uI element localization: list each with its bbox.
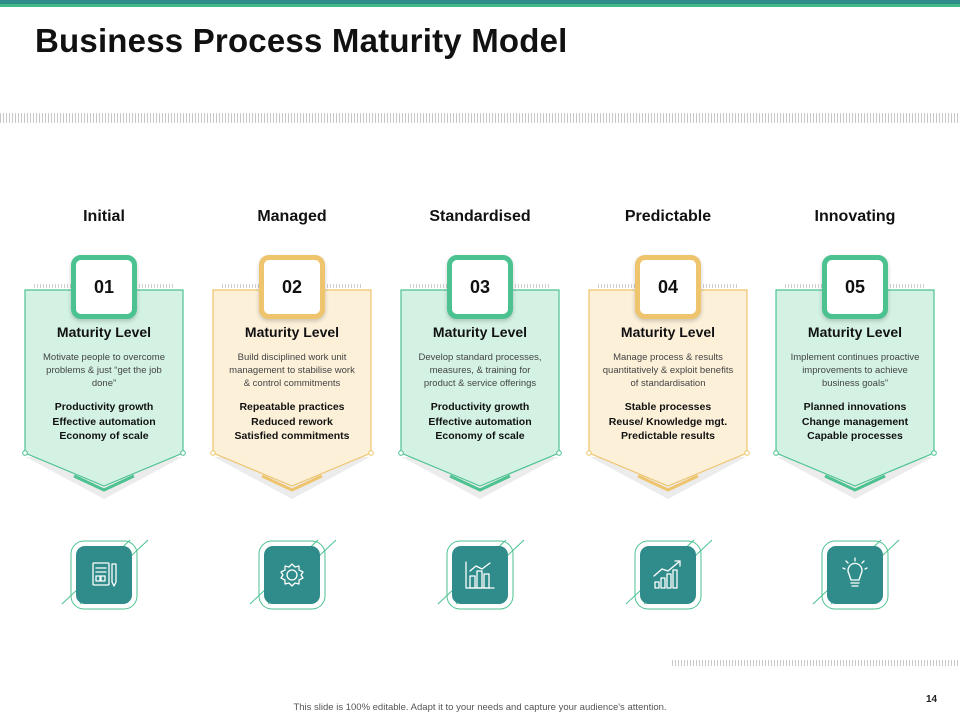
stage-title: Predictable: [624, 208, 712, 225]
outcome-item: Productivity growth: [54, 401, 154, 413]
stage-outcomes: Stable processes Reuse/ Knowledge mgt. P…: [594, 400, 742, 444]
top-accent-bar: [0, 0, 960, 4]
outcome-item: Reuse/ Knowledge mgt.: [608, 415, 728, 428]
outcome-item: Effective automation: [428, 415, 532, 428]
level-number-badge: 01: [71, 255, 137, 319]
stage-column-03: Standardised 03 Maturity Level Develop s…: [398, 0, 562, 720]
stage-description: Implement continues proactive improvemen…: [790, 352, 920, 389]
level-number-badge: 02: [259, 255, 325, 319]
outcome-item: Economy of scale: [435, 430, 525, 442]
maturity-level-label: Maturity Level: [56, 324, 152, 340]
level-number-badge: 03: [447, 255, 513, 319]
outcome-item: Change management: [801, 415, 909, 428]
stage-card: [773, 284, 937, 499]
growth-chart-icon: [653, 560, 681, 589]
outcome-item: Repeatable practices: [239, 401, 345, 413]
stage-description: Motivate people to overcome problems & j…: [43, 352, 165, 389]
document-pencil-icon: [92, 562, 117, 587]
maturity-level-label: Maturity Level: [620, 324, 716, 340]
stage-card: [398, 284, 562, 499]
stage-title: Managed: [257, 208, 327, 225]
level-number-badge: 04: [635, 255, 701, 319]
stage-title: Innovating: [814, 208, 896, 225]
lightbulb-icon: [842, 557, 868, 587]
page-number: 14: [926, 694, 938, 705]
stage-icon-tile: [437, 539, 525, 610]
decorative-stripe-bottom: [672, 660, 960, 666]
stage-column-05: Innovating 05 Maturity Level Implement c…: [773, 0, 937, 720]
gear-icon: [280, 563, 304, 587]
outcome-item: Planned innovations: [803, 401, 907, 413]
stage-icon-tile: [812, 539, 900, 610]
stage-column-02: Managed 02 Maturity Level Build discipli…: [210, 0, 374, 720]
stage-card: [22, 284, 186, 499]
outcome-item: Effective automation: [52, 415, 156, 428]
bar-chart-icon: [465, 561, 495, 589]
footer-note: This slide is 100% editable. Adapt it to…: [293, 702, 667, 713]
outcome-item: Productivity growth: [430, 401, 530, 413]
outcome-item: Satisfied commitments: [234, 430, 350, 442]
maturity-level-label: Maturity Level: [244, 324, 340, 340]
outcome-item: Economy of scale: [59, 430, 149, 442]
slide-title: Business Process Maturity Model: [35, 22, 568, 59]
stage-icon-tile: [249, 539, 337, 610]
top-accent-bar-secondary: [0, 4, 960, 7]
stage-description: Develop standard processes, measures, & …: [418, 352, 542, 389]
outcome-item: Capable processes: [807, 430, 903, 442]
stage-outcomes: Productivity growth Effective automation…: [406, 400, 554, 444]
stage-column-04: Predictable 04 Maturity Level Manage pro…: [586, 0, 750, 720]
stage-card: [586, 284, 750, 499]
stage-icon-tile: [61, 539, 149, 610]
stage-card: [210, 284, 374, 499]
outcome-item: Reduced rework: [251, 415, 333, 428]
stage-description: Manage process & results quantitatively …: [602, 352, 734, 389]
stage-column-01: Initial 01 Maturity Level Motivate peopl…: [22, 0, 186, 720]
stage-outcomes: Planned innovations Change management Ca…: [781, 400, 929, 444]
level-number-badge: 05: [822, 255, 888, 319]
stage-icon-tile: [625, 539, 713, 610]
stage-description: Build disciplined work unit management t…: [229, 352, 355, 389]
stage-outcomes: Repeatable practices Reduced rework Sati…: [218, 400, 366, 444]
decorative-stripe-top: [0, 113, 960, 123]
stage-outcomes: Productivity growth Effective automation…: [30, 400, 178, 444]
outcome-item: Stable processes: [624, 401, 712, 413]
stage-title: Standardised: [429, 208, 531, 225]
maturity-level-label: Maturity Level: [432, 324, 528, 340]
outcome-item: Predictable results: [621, 430, 715, 442]
maturity-level-label: Maturity Level: [807, 324, 903, 340]
stage-title: Initial: [83, 208, 125, 225]
